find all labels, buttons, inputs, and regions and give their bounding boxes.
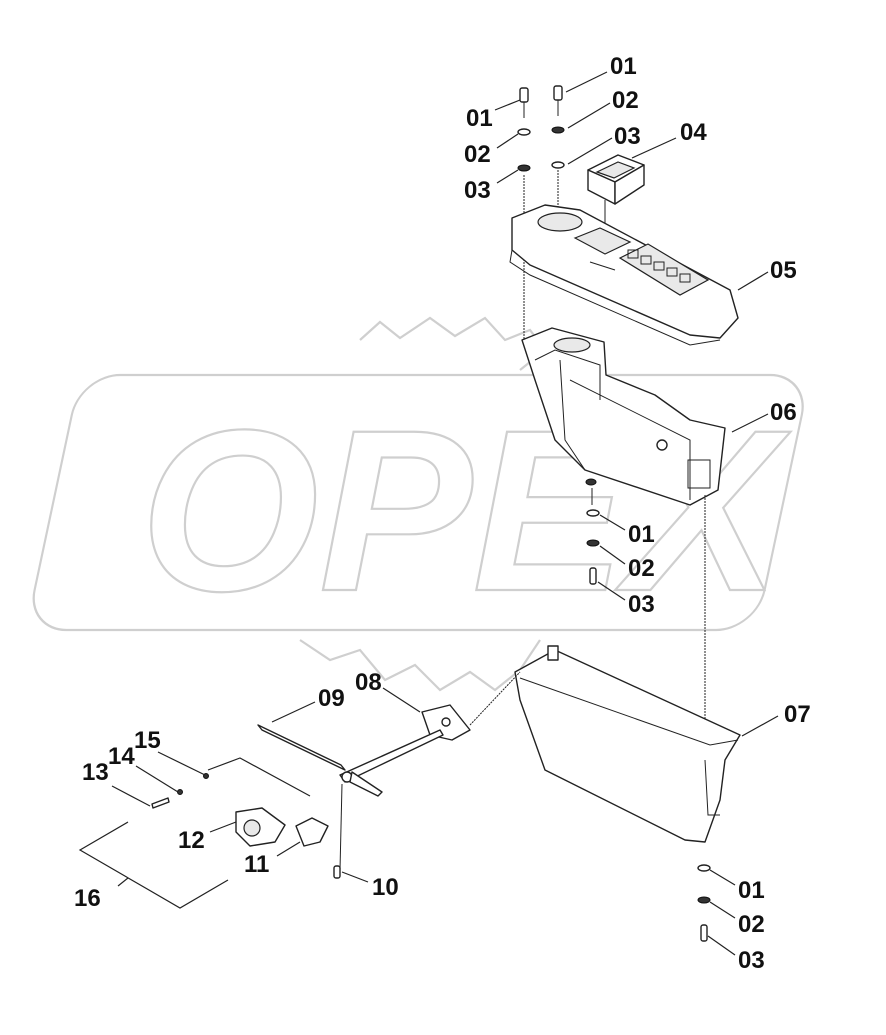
callout-bot-03: 03 [738, 947, 765, 974]
part-08-bracket [421, 671, 521, 741]
callout-bot-01: 01 [738, 877, 765, 904]
callout-11: 11 [244, 851, 269, 878]
callout-12: 12 [178, 827, 205, 854]
bracket-16 [78, 821, 229, 909]
leader-lines [78, 71, 779, 956]
watermark-frame [32, 373, 804, 632]
callout-top-left-03: 03 [464, 177, 491, 204]
callout-top-left-02: 02 [464, 141, 491, 168]
part-11-clip [295, 817, 329, 847]
button-row [627, 249, 691, 283]
callout-top-left-01: 01 [466, 105, 493, 132]
callout-mid-03: 03 [628, 591, 655, 618]
callout-16: 16 [74, 885, 101, 912]
callout-13: 13 [82, 759, 109, 786]
part-07-storage-bin [514, 645, 741, 843]
callout-06: 06 [770, 399, 797, 426]
callout-09: 09 [318, 685, 345, 712]
callout-05: 05 [770, 257, 797, 284]
callout-top-right-03: 03 [614, 123, 641, 150]
callout-10: 10 [372, 874, 399, 901]
callout-07: 07 [784, 701, 811, 728]
fastener-stack-top-right [551, 85, 565, 230]
part-10-screw [333, 865, 341, 879]
callout-04: 04 [680, 119, 707, 146]
part-05-console-cover [509, 204, 739, 346]
part-09-rod [257, 724, 346, 771]
part-06-console-frame [521, 327, 726, 740]
callout-labels: 01 02 03 01 02 03 04 05 06 01 02 03 07 0… [74, 53, 811, 974]
callout-14: 14 [108, 743, 135, 770]
callout-08: 08 [355, 669, 382, 696]
callout-mid-01: 01 [628, 521, 655, 548]
part-12-knob [235, 807, 286, 847]
fastener-stack-bottom [697, 864, 711, 942]
lever-assembly [339, 729, 444, 871]
fastener-stack-middle [586, 488, 600, 585]
callout-top-right-02: 02 [612, 87, 639, 114]
callout-top-right-01: 01 [610, 53, 637, 80]
part-04-switch [587, 154, 645, 225]
callout-mid-02: 02 [628, 555, 655, 582]
callout-15: 15 [134, 727, 161, 754]
part-13-15-pins [151, 773, 209, 809]
callout-bot-02: 02 [738, 911, 765, 938]
